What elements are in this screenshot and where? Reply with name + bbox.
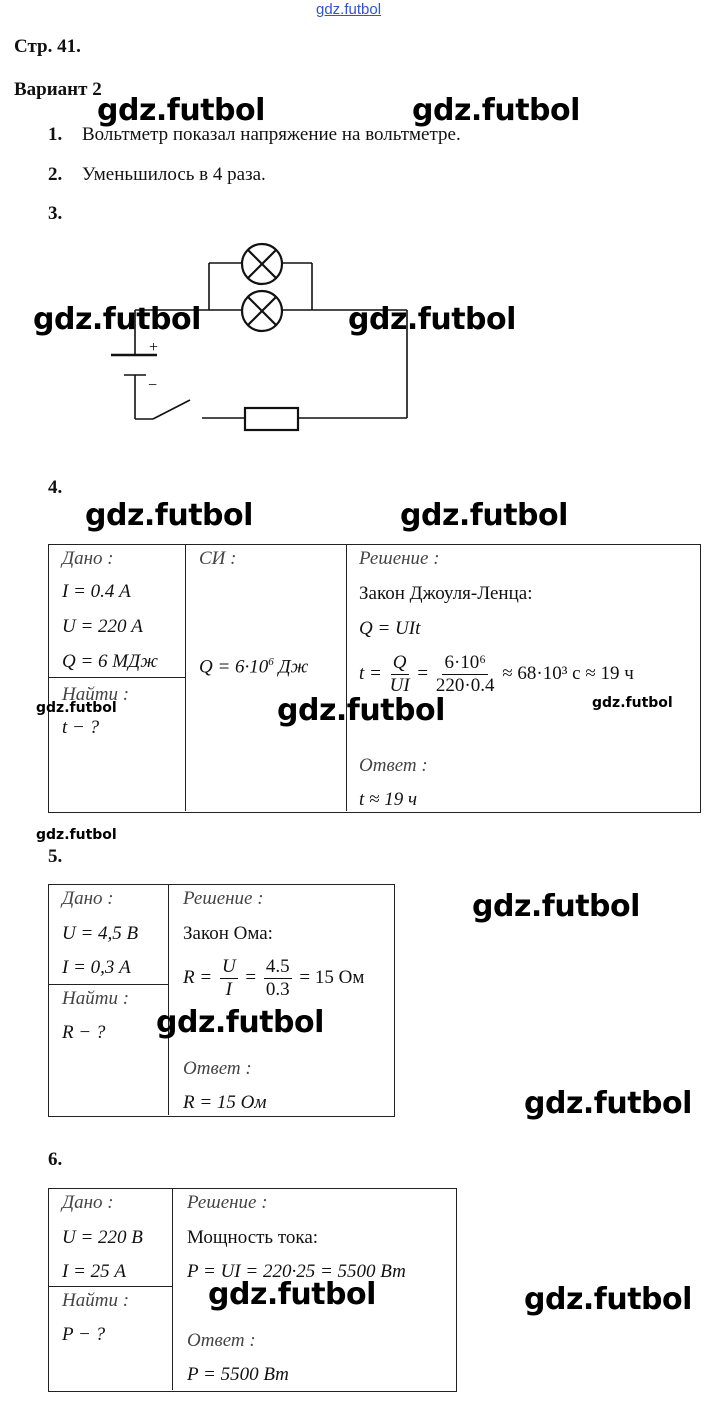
si-label: СИ :	[199, 548, 237, 569]
item-number: 4.	[48, 477, 63, 498]
given-label: Дано :	[62, 548, 114, 569]
plus-sign: +	[149, 339, 158, 356]
divider	[168, 884, 169, 1115]
watermark: gdz.futbol	[348, 302, 516, 337]
page-label: Стр. 41.	[14, 36, 81, 57]
battery-icon	[111, 353, 157, 376]
item-number: 3.	[48, 203, 63, 224]
given-value: U = 4,5 В	[62, 923, 139, 944]
divider	[48, 1286, 172, 1287]
formula: Q = UIt	[359, 618, 421, 639]
watermark: gdz.futbol	[400, 498, 568, 533]
watermark: gdz.futbol	[524, 1086, 692, 1121]
item-text: Вольтметр показал напряжение на вольтмет…	[82, 124, 461, 145]
answer-value: t ≈ 19 ч	[359, 789, 418, 810]
watermark: gdz.futbol	[412, 93, 580, 128]
watermark: gdz.futbol	[592, 695, 673, 711]
watermark: gdz.futbol	[36, 827, 117, 843]
given-value: I = 0,3 А	[62, 957, 131, 978]
item-number: 1.	[48, 124, 63, 145]
law-text: Закон Ома:	[183, 923, 273, 944]
divider	[48, 984, 168, 985]
si-value: Q = 6·106 Дж	[199, 656, 309, 678]
task4-table	[48, 544, 701, 813]
watermark: gdz.futbol	[524, 1282, 692, 1317]
given-value: I = 25 А	[62, 1261, 127, 1282]
watermark: gdz.futbol	[208, 1277, 376, 1312]
item-number: 2.	[48, 164, 63, 185]
lamp-icon	[240, 242, 284, 286]
watermark: gdz.futbol	[97, 93, 265, 128]
site-link[interactable]: gdz.futbol	[316, 1, 382, 18]
item-number: 6.	[48, 1149, 63, 1170]
divider	[185, 544, 186, 811]
law-text: Закон Джоуля-Ленца:	[359, 583, 533, 604]
item-number: 5.	[48, 846, 63, 867]
find-value: P − ?	[62, 1324, 106, 1345]
divider	[48, 677, 185, 678]
variant-heading: Вариант 2	[14, 79, 102, 100]
task5-table	[48, 884, 395, 1117]
watermark: gdz.futbol	[85, 498, 253, 533]
solution-label: Решение :	[183, 888, 264, 909]
divider	[172, 1188, 173, 1390]
find-label: Найти :	[62, 1290, 130, 1311]
law-text: Мощность тока:	[187, 1227, 319, 1248]
find-value: R − ?	[62, 1022, 106, 1043]
solution-label: Решение :	[359, 548, 440, 569]
calculation: P = UI = 220·25 = 5500 Вт	[187, 1261, 406, 1282]
find-value: t − ?	[62, 717, 100, 738]
item-text: Уменьшилось в 4 раза.	[82, 164, 266, 185]
given-value: U = 220 А	[62, 616, 143, 637]
solution-label: Решение :	[187, 1192, 268, 1213]
answer-label: Ответ :	[187, 1330, 256, 1351]
given-value: Q = 6 МДж	[62, 651, 158, 672]
find-label: Найти :	[62, 988, 130, 1009]
resistor-icon	[243, 406, 300, 432]
given-value: I = 0.4 А	[62, 581, 131, 602]
minus-sign: −	[148, 377, 157, 394]
answer-label: Ответ :	[183, 1058, 252, 1079]
given-value: U = 220 В	[62, 1227, 143, 1248]
watermark: gdz.futbol	[277, 693, 445, 728]
watermark: gdz.futbol	[156, 1005, 324, 1040]
divider	[346, 544, 347, 811]
circuit-diagram: + −	[111, 242, 408, 432]
given-label: Дано :	[62, 888, 114, 909]
watermark: gdz.futbol	[33, 302, 201, 337]
answer-value: R = 15 Ом	[183, 1092, 267, 1113]
find-label: Найти :	[62, 684, 130, 705]
answer-label: Ответ :	[359, 755, 428, 776]
answer-value: P = 5500 Вт	[187, 1364, 289, 1385]
watermark: gdz.futbol	[36, 700, 117, 716]
task6-table	[48, 1188, 457, 1392]
lamp-icon	[240, 289, 284, 333]
given-label: Дано :	[62, 1192, 114, 1213]
watermark: gdz.futbol	[472, 889, 640, 924]
